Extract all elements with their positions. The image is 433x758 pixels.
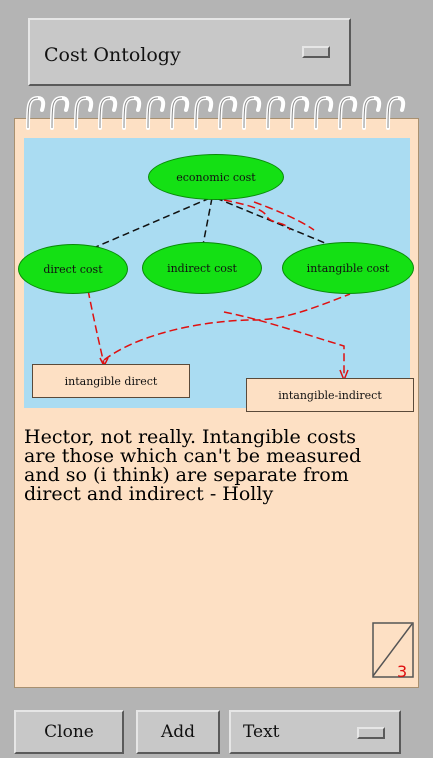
text-type-menu[interactable]: Text xyxy=(229,710,401,754)
node-intangible-cost[interactable]: intangible cost xyxy=(282,242,414,294)
title-menu[interactable]: Cost Ontology xyxy=(28,18,351,86)
node-direct-cost[interactable]: direct cost xyxy=(18,244,128,294)
text-type-label: Text xyxy=(243,722,280,742)
note-line: Hector, not really. Intangible costs xyxy=(24,426,356,448)
node-label: economic cost xyxy=(176,170,256,184)
node-intangible-direct[interactable]: intangible direct xyxy=(32,364,190,398)
page-number: 3 xyxy=(397,662,408,681)
add-button[interactable]: Add xyxy=(136,710,220,754)
link-red-2 xyxy=(253,201,315,231)
note-line: and so (i think) are separate from xyxy=(24,464,349,486)
link-red-1 xyxy=(223,199,291,231)
diagram-links xyxy=(83,197,351,383)
spiral-binding-icon xyxy=(26,95,406,130)
notebook-title: Cost Ontology xyxy=(44,44,181,66)
node-intangible-indirect[interactable]: intangible-indirect xyxy=(246,378,414,412)
note-line: direct and indirect - Holly xyxy=(24,483,274,505)
node-label: indirect cost xyxy=(167,261,237,275)
link-economic-intangible xyxy=(215,197,343,251)
link-red-5 xyxy=(223,311,345,376)
node-indirect-cost[interactable]: indirect cost xyxy=(142,242,262,294)
link-red-3 xyxy=(87,289,105,365)
node-label: intangible cost xyxy=(306,261,390,275)
page-turn-icon[interactable] xyxy=(372,622,414,678)
link-economic-direct xyxy=(83,197,211,253)
node-label: intangible-indirect xyxy=(278,388,382,402)
node-label: intangible direct xyxy=(64,374,158,388)
link-red-4 xyxy=(103,293,351,361)
menu-indicator-icon xyxy=(302,46,330,58)
concept-diagram[interactable]: economic cost direct cost indirect cost … xyxy=(18,138,414,412)
note-text[interactable]: Hector, not really. Intangible costs are… xyxy=(24,428,414,504)
menu-indicator-icon xyxy=(357,727,385,739)
note-line: are those which can't be measured xyxy=(24,445,362,467)
clone-button[interactable]: Clone xyxy=(14,710,124,754)
node-label: direct cost xyxy=(43,262,103,276)
node-economic-cost[interactable]: economic cost xyxy=(148,154,284,200)
